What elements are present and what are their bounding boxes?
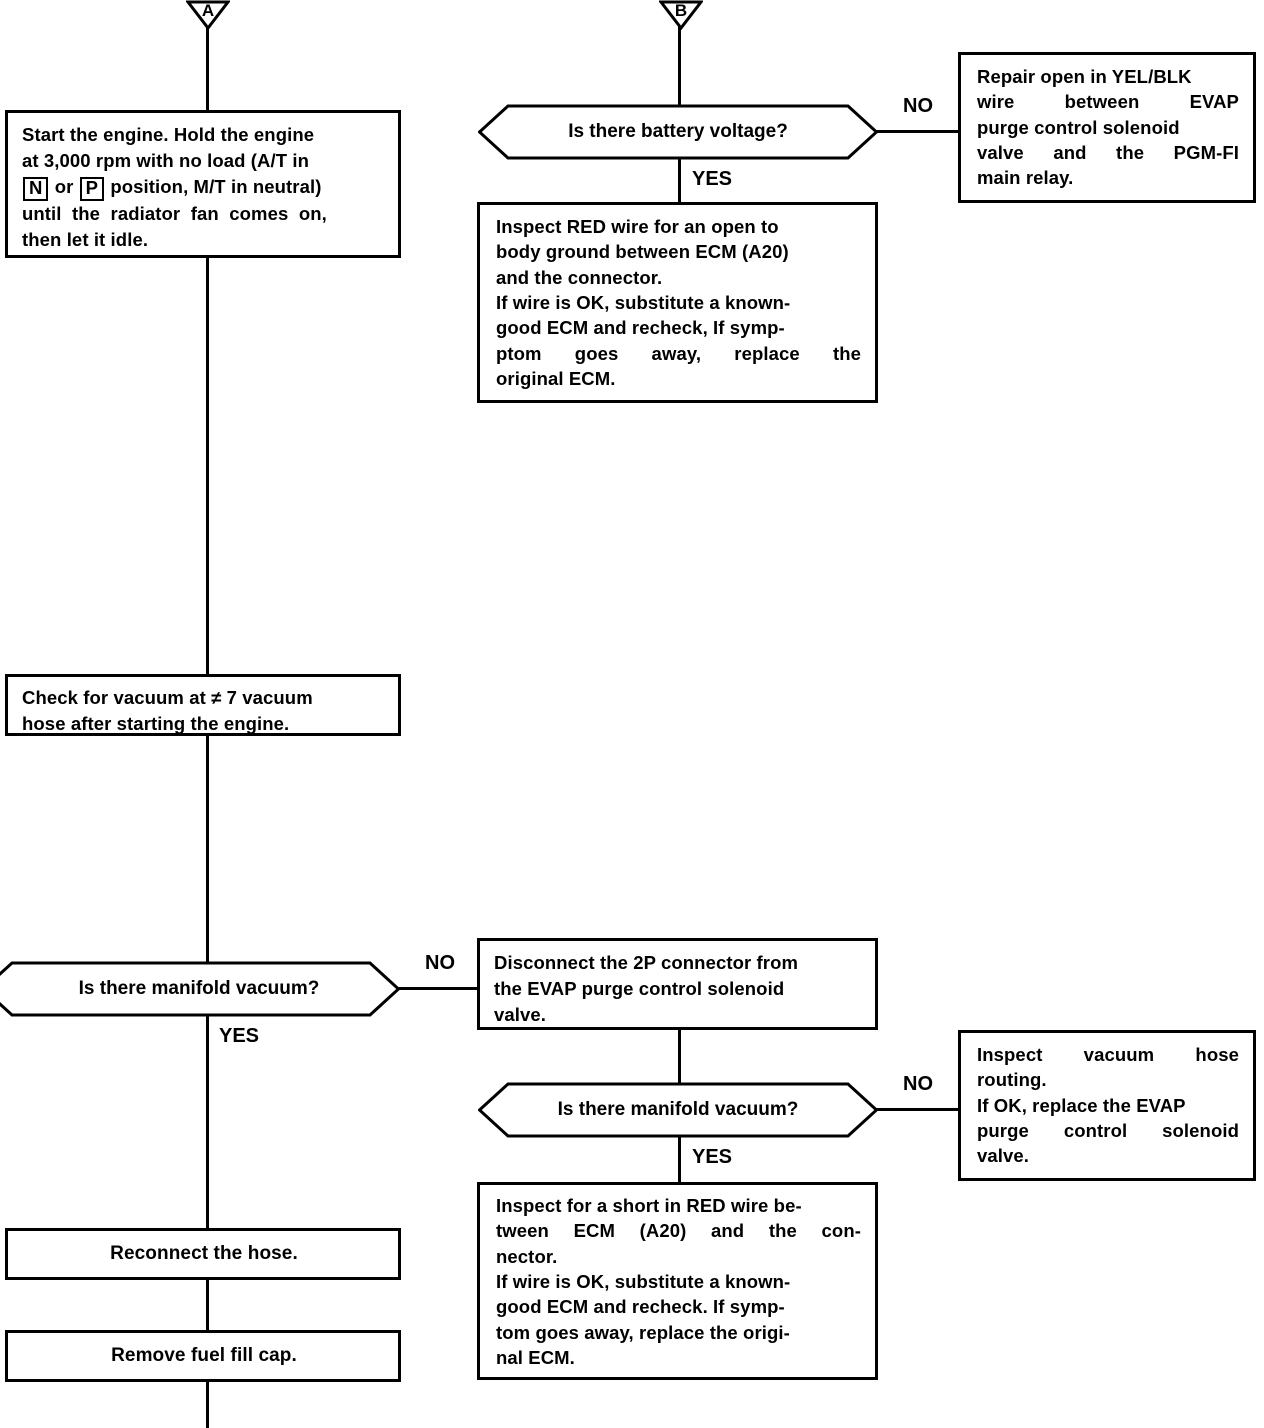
node-remove-fuel-cap: Remove fuel fill cap. xyxy=(5,1330,401,1382)
branch-label-yes-2: YES xyxy=(692,1146,733,1168)
inspect-red-short-line-6: tom goes away, replace the origi- xyxy=(496,1321,790,1343)
node-repair-yel-blk-wire: Repair open in YEL/BLK wire between EVAP… xyxy=(958,52,1256,203)
flow-line-start-to-checkvac xyxy=(206,256,209,676)
inspect-red-short-line-2: tween ECM (A20) and the con- xyxy=(496,1220,861,1242)
inspect-red-open-line-3: and the connector. xyxy=(496,266,663,288)
gear-key-n: N xyxy=(23,176,49,201)
repair-yel-blk-line-5: main relay. xyxy=(977,167,1074,189)
flow-line-decision1-yes xyxy=(206,1015,209,1230)
inspect-red-open-line-4: If wire is OK, substitute a known- xyxy=(496,292,791,314)
disconnect-2p-line-1: Disconnect the 2P connector from xyxy=(494,952,799,973)
inspect-red-open-line-1: Inspect RED wire for an open to xyxy=(496,216,779,237)
inspect-red-open-line-7: original ECM. xyxy=(496,368,616,390)
repair-yel-blk-line-1: Repair open in YEL/BLK xyxy=(977,66,1192,87)
node-inspect-red-open: Inspect RED wire for an open to body gro… xyxy=(477,202,878,403)
inspect-red-short-line-1: Inspect for a short in RED wire be- xyxy=(496,1195,802,1216)
branch-label-yes-1: YES xyxy=(219,1025,260,1047)
node-start-engine: Start the engine. Hold the engine at 3,0… xyxy=(5,110,401,258)
node-disconnect-2p-connector: Disconnect the 2P connector from the EVA… xyxy=(477,938,878,1030)
inspect-red-short-line-5: good ECM and recheck. If symp- xyxy=(496,1296,785,1318)
page-connector-a: A xyxy=(184,0,232,31)
node-inspect-hose-routing: Inspect vacuum hose routing. If OK, repl… xyxy=(958,1030,1256,1181)
check-vacuum-line-2: hose after starting the engine. xyxy=(22,713,290,735)
check-vacuum-line-1: Check for vacuum at ≠ 7 vacuum xyxy=(22,687,313,708)
flow-line-decision2-no xyxy=(876,1108,958,1111)
start-engine-line-5: then let it idle. xyxy=(22,228,149,250)
node-check-vacuum-7: Check for vacuum at ≠ 7 vacuum hose afte… xyxy=(5,674,401,736)
remove-fuel-cap-label: Remove fuel fill cap. xyxy=(111,1345,297,1367)
flow-line-decision2-yes xyxy=(678,1136,681,1184)
repair-yel-blk-line-2: wire between EVAP xyxy=(977,91,1239,113)
triangle-a-icon xyxy=(184,0,232,31)
disconnect-2p-line-3: valve. xyxy=(494,1003,547,1025)
node-inspect-red-short: Inspect for a short in RED wire be- twee… xyxy=(477,1182,878,1380)
inspect-red-open-line-2: body ground between ECM (A20) xyxy=(496,241,789,263)
reconnect-hose-label: Reconnect the hose. xyxy=(110,1243,298,1265)
node-decision-manifold-vacuum-2: Is there manifold vacuum? xyxy=(478,1082,878,1138)
inspect-red-short-line-3: nector. xyxy=(496,1245,558,1267)
flow-line-b-to-decision-battery xyxy=(678,26,681,106)
inspect-hose-routing-line-4: purge control solenoid xyxy=(977,1120,1239,1142)
node-decision-battery-voltage: Is there battery voltage? xyxy=(478,104,878,160)
inspect-hose-routing-line-1: Inspect vacuum hose xyxy=(977,1044,1239,1065)
flow-line-disconnect-to-decision2 xyxy=(678,1028,681,1084)
repair-yel-blk-line-3: purge control solenoid xyxy=(977,116,1180,138)
disconnect-2p-line-2: the EVAP purge control solenoid xyxy=(494,977,785,999)
inspect-red-short-line-7: nal ECM. xyxy=(496,1347,575,1369)
start-engine-line-1: Start the engine. Hold the engine xyxy=(22,124,315,145)
inspect-hose-routing-line-2: routing. xyxy=(977,1069,1047,1091)
flow-line-decision1-no xyxy=(398,987,478,990)
flow-line-a-to-start xyxy=(206,26,209,112)
branch-label-no-2: NO xyxy=(903,1073,933,1095)
inspect-hose-routing-line-5: valve. xyxy=(977,1145,1030,1167)
inspect-red-open-line-6: ptom goes away, replace the xyxy=(496,342,861,364)
start-engine-line-2: at 3,000 rpm with no load (A/T in xyxy=(22,149,309,171)
inspect-red-open-line-5: good ECM and recheck, If symp- xyxy=(496,317,785,339)
start-engine-line-4: until the radiator fan comes on, xyxy=(22,202,327,224)
flow-line-battery-no xyxy=(876,130,958,133)
inspect-red-short-line-4: If wire is OK, substitute a known- xyxy=(496,1271,791,1293)
inspect-hose-routing-line-3: If OK, replace the EVAP xyxy=(977,1094,1186,1116)
decision-manifold-vacuum-1-label: Is there manifold vacuum? xyxy=(78,978,320,999)
page-connector-b-label: B xyxy=(674,1,688,20)
decision-manifold-vacuum-2-label: Is there manifold vacuum? xyxy=(557,1099,799,1120)
flow-line-removecap-bottom xyxy=(206,1380,209,1428)
triangle-b-icon xyxy=(657,0,705,31)
flow-line-battery-yes xyxy=(678,158,681,204)
branch-label-yes-battery: YES xyxy=(692,168,733,190)
flow-line-checkvac-to-decision1 xyxy=(206,734,209,962)
page-connector-b: B xyxy=(657,0,705,31)
flow-line-reconnect-to-removecap xyxy=(206,1278,209,1332)
page-connector-a-label: A xyxy=(201,1,215,20)
branch-label-no-1: NO xyxy=(425,952,455,974)
repair-yel-blk-line-4: valve and the PGM-FI xyxy=(977,142,1239,164)
node-decision-manifold-vacuum-1: Is there manifold vacuum? xyxy=(0,961,400,1017)
branch-label-no-battery: NO xyxy=(903,95,933,117)
gear-key-p: P xyxy=(79,176,105,201)
start-engine-line-3: N or P position, M/T in neutral) xyxy=(22,174,386,201)
decision-battery-voltage-label: Is there battery voltage? xyxy=(568,121,788,142)
node-reconnect-hose: Reconnect the hose. xyxy=(5,1228,401,1280)
